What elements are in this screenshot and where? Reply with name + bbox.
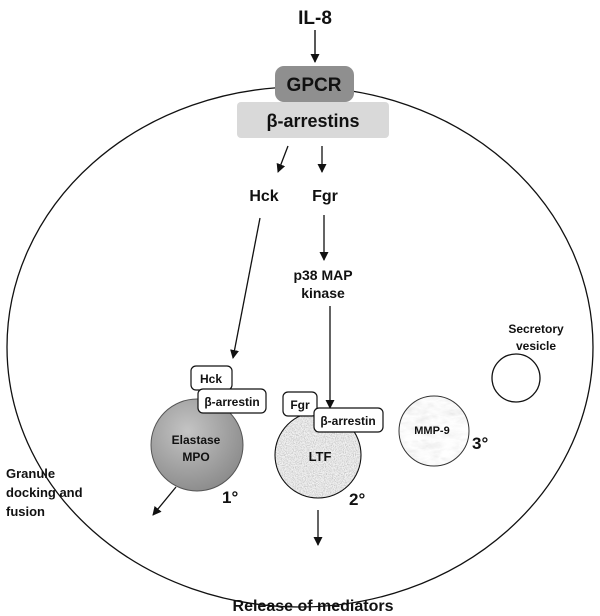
secondary-granule-label: 2° <box>349 490 365 509</box>
cell-membrane <box>6 86 594 608</box>
fgr-label: Fgr <box>312 188 338 205</box>
primary-granule-content-line2: MPO <box>182 450 209 464</box>
beta-arrestins-box <box>237 102 389 138</box>
granule-docking-line3: fusion <box>6 504 45 519</box>
p38-label-line2: kinase <box>301 285 345 301</box>
primary-arrestin-tag-label: β-arrestin <box>204 395 259 409</box>
il8-label: IL-8 <box>298 8 332 29</box>
granule-docking-line1: Granule <box>6 466 55 481</box>
primary-hck-tag-label: Hck <box>200 372 222 386</box>
arrow-arrestin-to-hck <box>276 145 289 173</box>
gpcr-receptor <box>275 66 354 102</box>
secondary-fgr-tag-label: Fgr <box>290 398 310 412</box>
arrow-hck-to-primary-granule <box>230 217 261 359</box>
gpcr-label: GPCR <box>287 75 342 96</box>
secondary-granule <box>275 412 361 498</box>
tertiary-granule-outline <box>398 395 470 467</box>
secondary-fgr-tag <box>282 391 318 417</box>
primary-granule <box>150 398 244 492</box>
secretory-vesicle-label-line1: Secretory <box>508 322 564 336</box>
primary-granule-label: 1° <box>222 488 238 507</box>
arrow-primary-exocytosis <box>152 486 177 516</box>
hck-label: Hck <box>249 188 278 205</box>
primary-granule-content-line1: Elastase <box>172 433 221 447</box>
secondary-granule-content: LTF <box>309 449 332 464</box>
beta-arrestins-label: β-arrestins <box>266 111 359 131</box>
tertiary-granule <box>399 396 469 466</box>
p38-label-line1: p38 MAP <box>293 267 352 283</box>
secondary-arrestin-tag <box>313 407 384 433</box>
secondary-arrestin-tag-label: β-arrestin <box>320 414 375 428</box>
secretory-vesicle-label-line2: vesicle <box>516 339 556 353</box>
tertiary-granule-content: MMP-9 <box>414 425 449 437</box>
primary-arrestin-tag <box>197 388 267 414</box>
release-of-mediators-label: Release of mediators <box>233 598 394 615</box>
granule-docking-line2: docking and <box>6 485 83 500</box>
secretory-vesicle <box>491 353 541 403</box>
tertiary-granule-label: 3° <box>472 434 488 453</box>
